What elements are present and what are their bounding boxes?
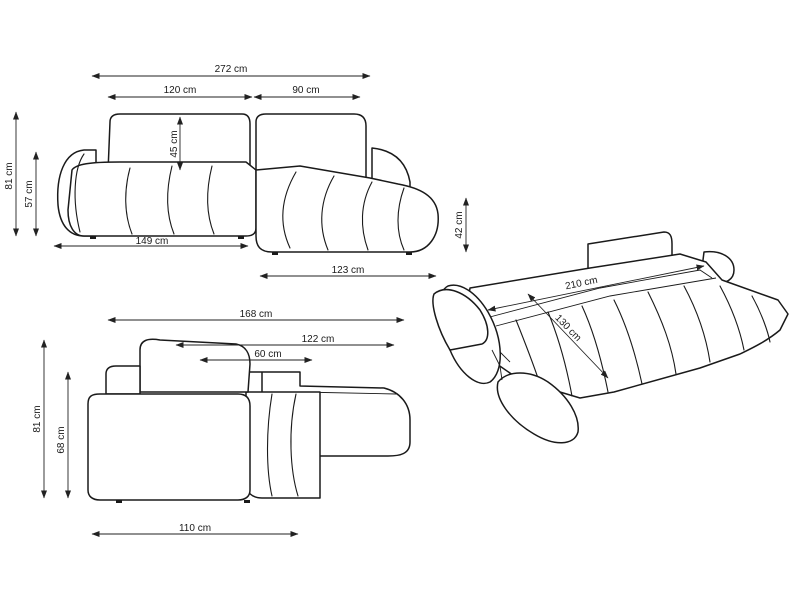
dim-side-total-length: 168 cm bbox=[240, 309, 273, 320]
dim-backrest-height: 45 cm bbox=[169, 130, 180, 157]
dim-side-total-height: 81 cm bbox=[32, 405, 43, 432]
front-view bbox=[56, 113, 439, 255]
dim-seat-depth: 60 cm bbox=[254, 349, 281, 360]
dim-side-depth: 110 cm bbox=[179, 523, 211, 534]
side-seat-pad bbox=[245, 391, 321, 499]
front-right-backrest bbox=[255, 113, 367, 181]
dim-left-seat-width: 120 cm bbox=[164, 85, 197, 96]
front-left-seat bbox=[67, 161, 257, 237]
front-chaise-seat bbox=[255, 165, 439, 253]
dim-chaise-length: 122 cm bbox=[302, 334, 335, 345]
dim-back-height: 68 cm bbox=[56, 426, 67, 453]
bed-left-arm-back bbox=[432, 289, 489, 351]
dim-chaise-height: 42 cm bbox=[454, 211, 465, 238]
dim-seat-height: 57 cm bbox=[24, 180, 35, 207]
side-back-cushion bbox=[139, 338, 251, 393]
dim-front-total-height: 81 cm bbox=[4, 162, 15, 189]
bed-back-cushion bbox=[587, 231, 673, 273]
dim-right-seat-width: 90 cm bbox=[292, 85, 319, 96]
side-view bbox=[87, 338, 411, 503]
dim-total-width: 272 cm bbox=[215, 64, 248, 75]
side-armrest-panel bbox=[87, 393, 251, 501]
dim-chaise-width: 123 cm bbox=[332, 265, 365, 276]
bed-view bbox=[432, 231, 789, 444]
side-back-frame bbox=[105, 365, 141, 395]
dim-left-depth: 149 cm bbox=[136, 236, 169, 247]
